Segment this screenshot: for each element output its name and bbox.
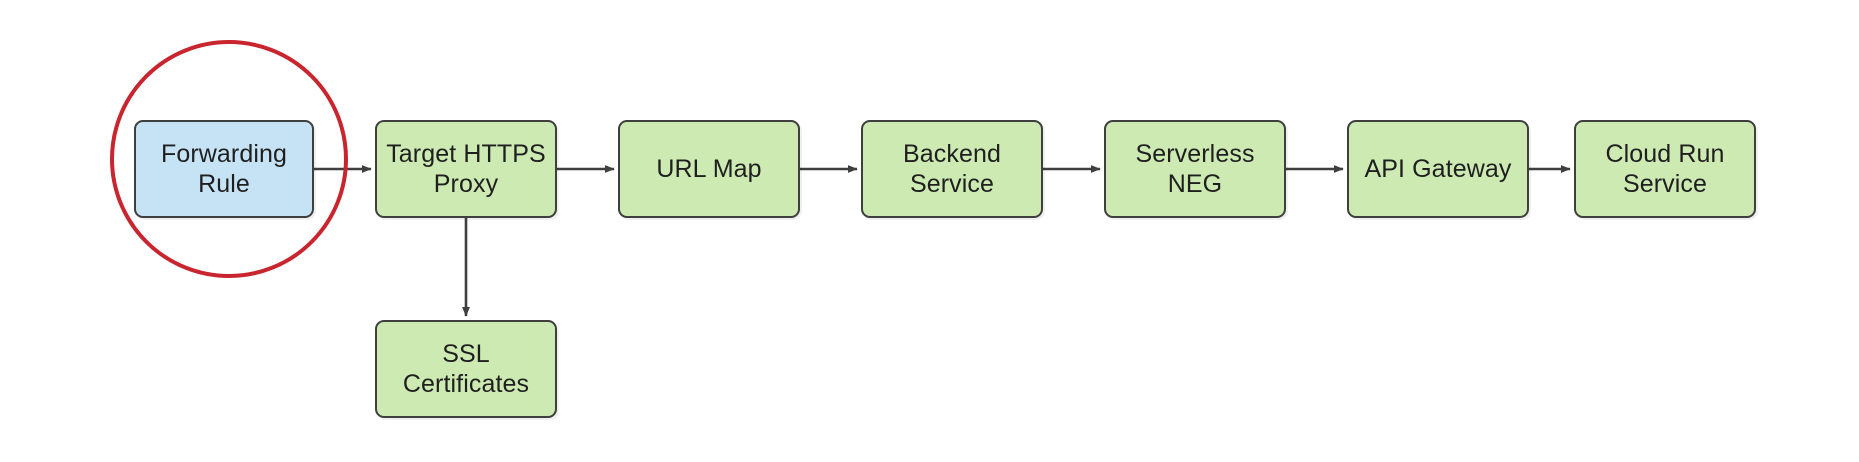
node-ssl-certificates[interactable]: SSL Certificates (375, 320, 557, 418)
forwarding-rule-highlight-circle (110, 40, 348, 278)
node-serverless-neg[interactable]: Serverless NEG (1104, 120, 1286, 218)
node-cloud-run-service-label: Cloud Run Service (1605, 139, 1725, 199)
node-api-gateway[interactable]: API Gateway (1347, 120, 1529, 218)
node-forwarding-rule-label: Forwarding Rule (160, 139, 288, 199)
node-serverless-neg-label: Serverless NEG (1135, 139, 1255, 199)
node-api-gateway-label: API Gateway (1364, 154, 1512, 183)
node-target-https-proxy[interactable]: Target HTTPS Proxy (375, 120, 557, 218)
node-target-https-proxy-label: Target HTTPS Proxy (386, 139, 546, 199)
node-url-map[interactable]: URL Map (618, 120, 800, 218)
node-ssl-certificates-label: SSL Certificates (402, 339, 530, 399)
node-forwarding-rule[interactable]: Forwarding Rule (134, 120, 314, 218)
node-backend-service[interactable]: Backend Service (861, 120, 1043, 218)
node-backend-service-label: Backend Service (903, 139, 1001, 199)
node-url-map-label: URL Map (656, 154, 762, 183)
node-cloud-run-service[interactable]: Cloud Run Service (1574, 120, 1756, 218)
